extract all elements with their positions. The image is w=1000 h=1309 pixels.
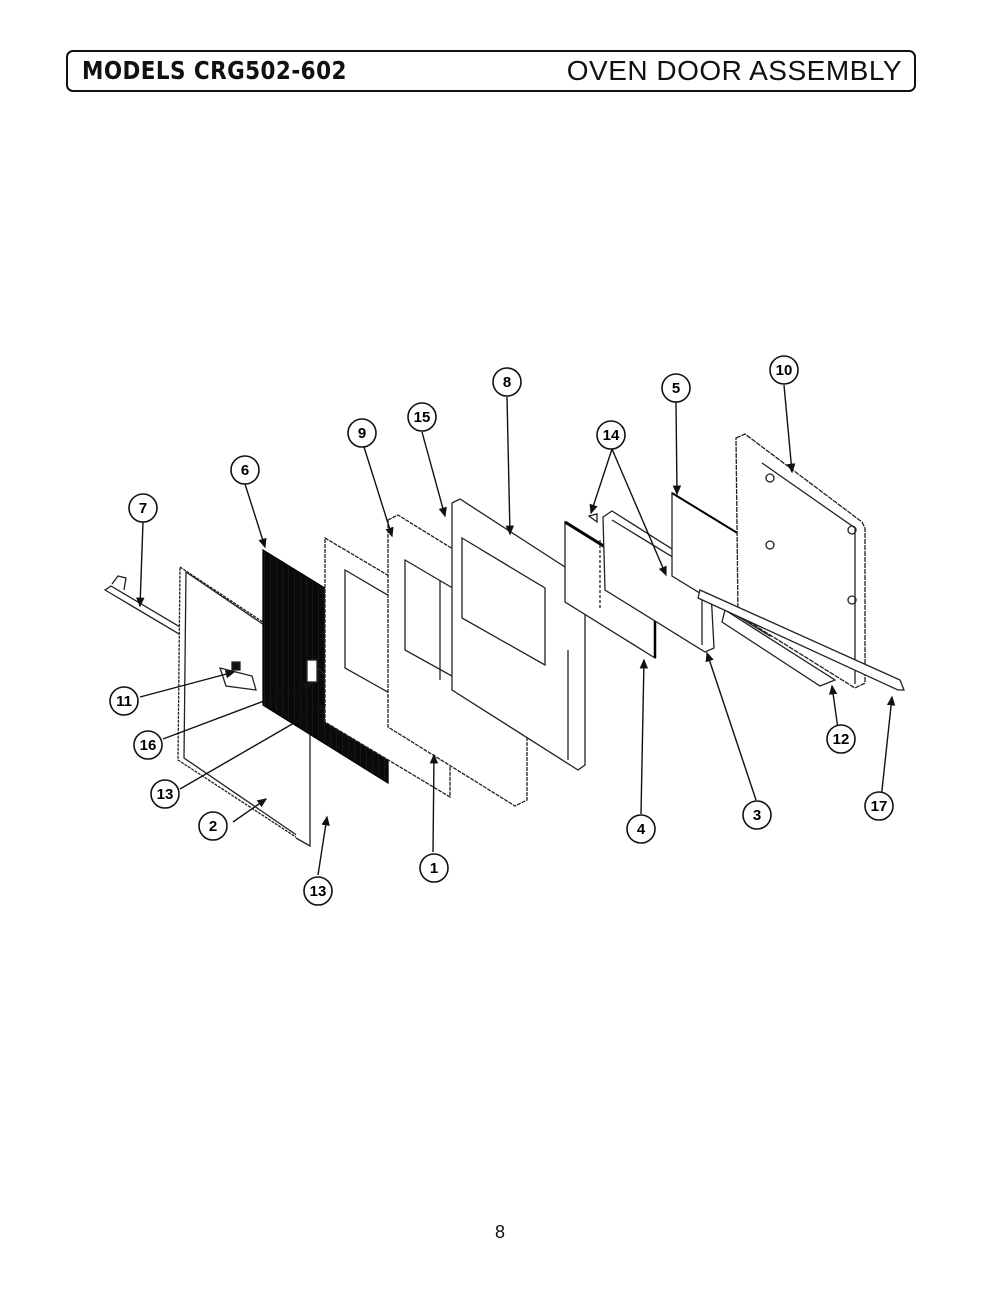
callout-15: 14: [596, 420, 626, 450]
callout-9: 9: [347, 418, 377, 448]
callout-7: 7: [128, 493, 158, 523]
part-8-door-liner: [451, 498, 586, 771]
callout-5: 5: [661, 373, 691, 403]
part-17-trim: [697, 589, 905, 691]
models-label: MODELS CRG502-602: [82, 56, 347, 85]
part-10-inner-liner: [735, 433, 866, 689]
svg-text:8: 8: [503, 374, 511, 391]
callout-14: 16: [133, 730, 163, 760]
svg-text:12: 12: [833, 731, 850, 748]
callout-6: 6: [230, 455, 260, 485]
callout-2: 2: [198, 811, 228, 841]
svg-text:5: 5: [672, 380, 680, 397]
callout-8: 8: [492, 367, 522, 397]
callout-16: 15: [407, 402, 437, 432]
callout-11: 11: [109, 686, 139, 716]
svg-text:1: 1: [430, 860, 438, 877]
svg-text:4: 4: [637, 821, 646, 838]
callout-17: 17: [864, 791, 894, 821]
svg-text:7: 7: [139, 500, 147, 517]
callout-10: 10: [769, 355, 799, 385]
svg-text:6: 6: [241, 462, 249, 479]
callout-13b: 13: [303, 876, 333, 906]
part-12-bracket: [721, 608, 837, 687]
svg-text:13: 13: [310, 883, 327, 900]
header-box: MODELS CRG502-602 OVEN DOOR ASSEMBLY: [66, 50, 916, 92]
svg-text:9: 9: [358, 425, 366, 442]
callouts: 7 6 9 15 8 14 5 10 11 16 13 2 13 1 4 3 1…: [109, 355, 894, 906]
callout-1: 1: [419, 853, 449, 883]
svg-text:13: 13: [157, 786, 174, 803]
svg-text:3: 3: [753, 807, 761, 824]
callout-4: 4: [626, 814, 656, 844]
page-number: 8: [494, 1222, 505, 1242]
svg-text:15: 15: [414, 409, 431, 426]
svg-text:14: 14: [603, 427, 620, 444]
callout-3: 3: [742, 800, 772, 830]
page-title: OVEN DOOR ASSEMBLY: [566, 55, 902, 86]
svg-text:11: 11: [116, 693, 132, 710]
part-15-clip: [587, 513, 598, 524]
svg-text:17: 17: [871, 798, 888, 815]
callout-13a: 13: [150, 779, 180, 809]
svg-text:2: 2: [209, 818, 217, 835]
svg-text:16: 16: [140, 737, 157, 754]
callout-12: 12: [826, 724, 856, 754]
svg-text:10: 10: [776, 362, 793, 379]
